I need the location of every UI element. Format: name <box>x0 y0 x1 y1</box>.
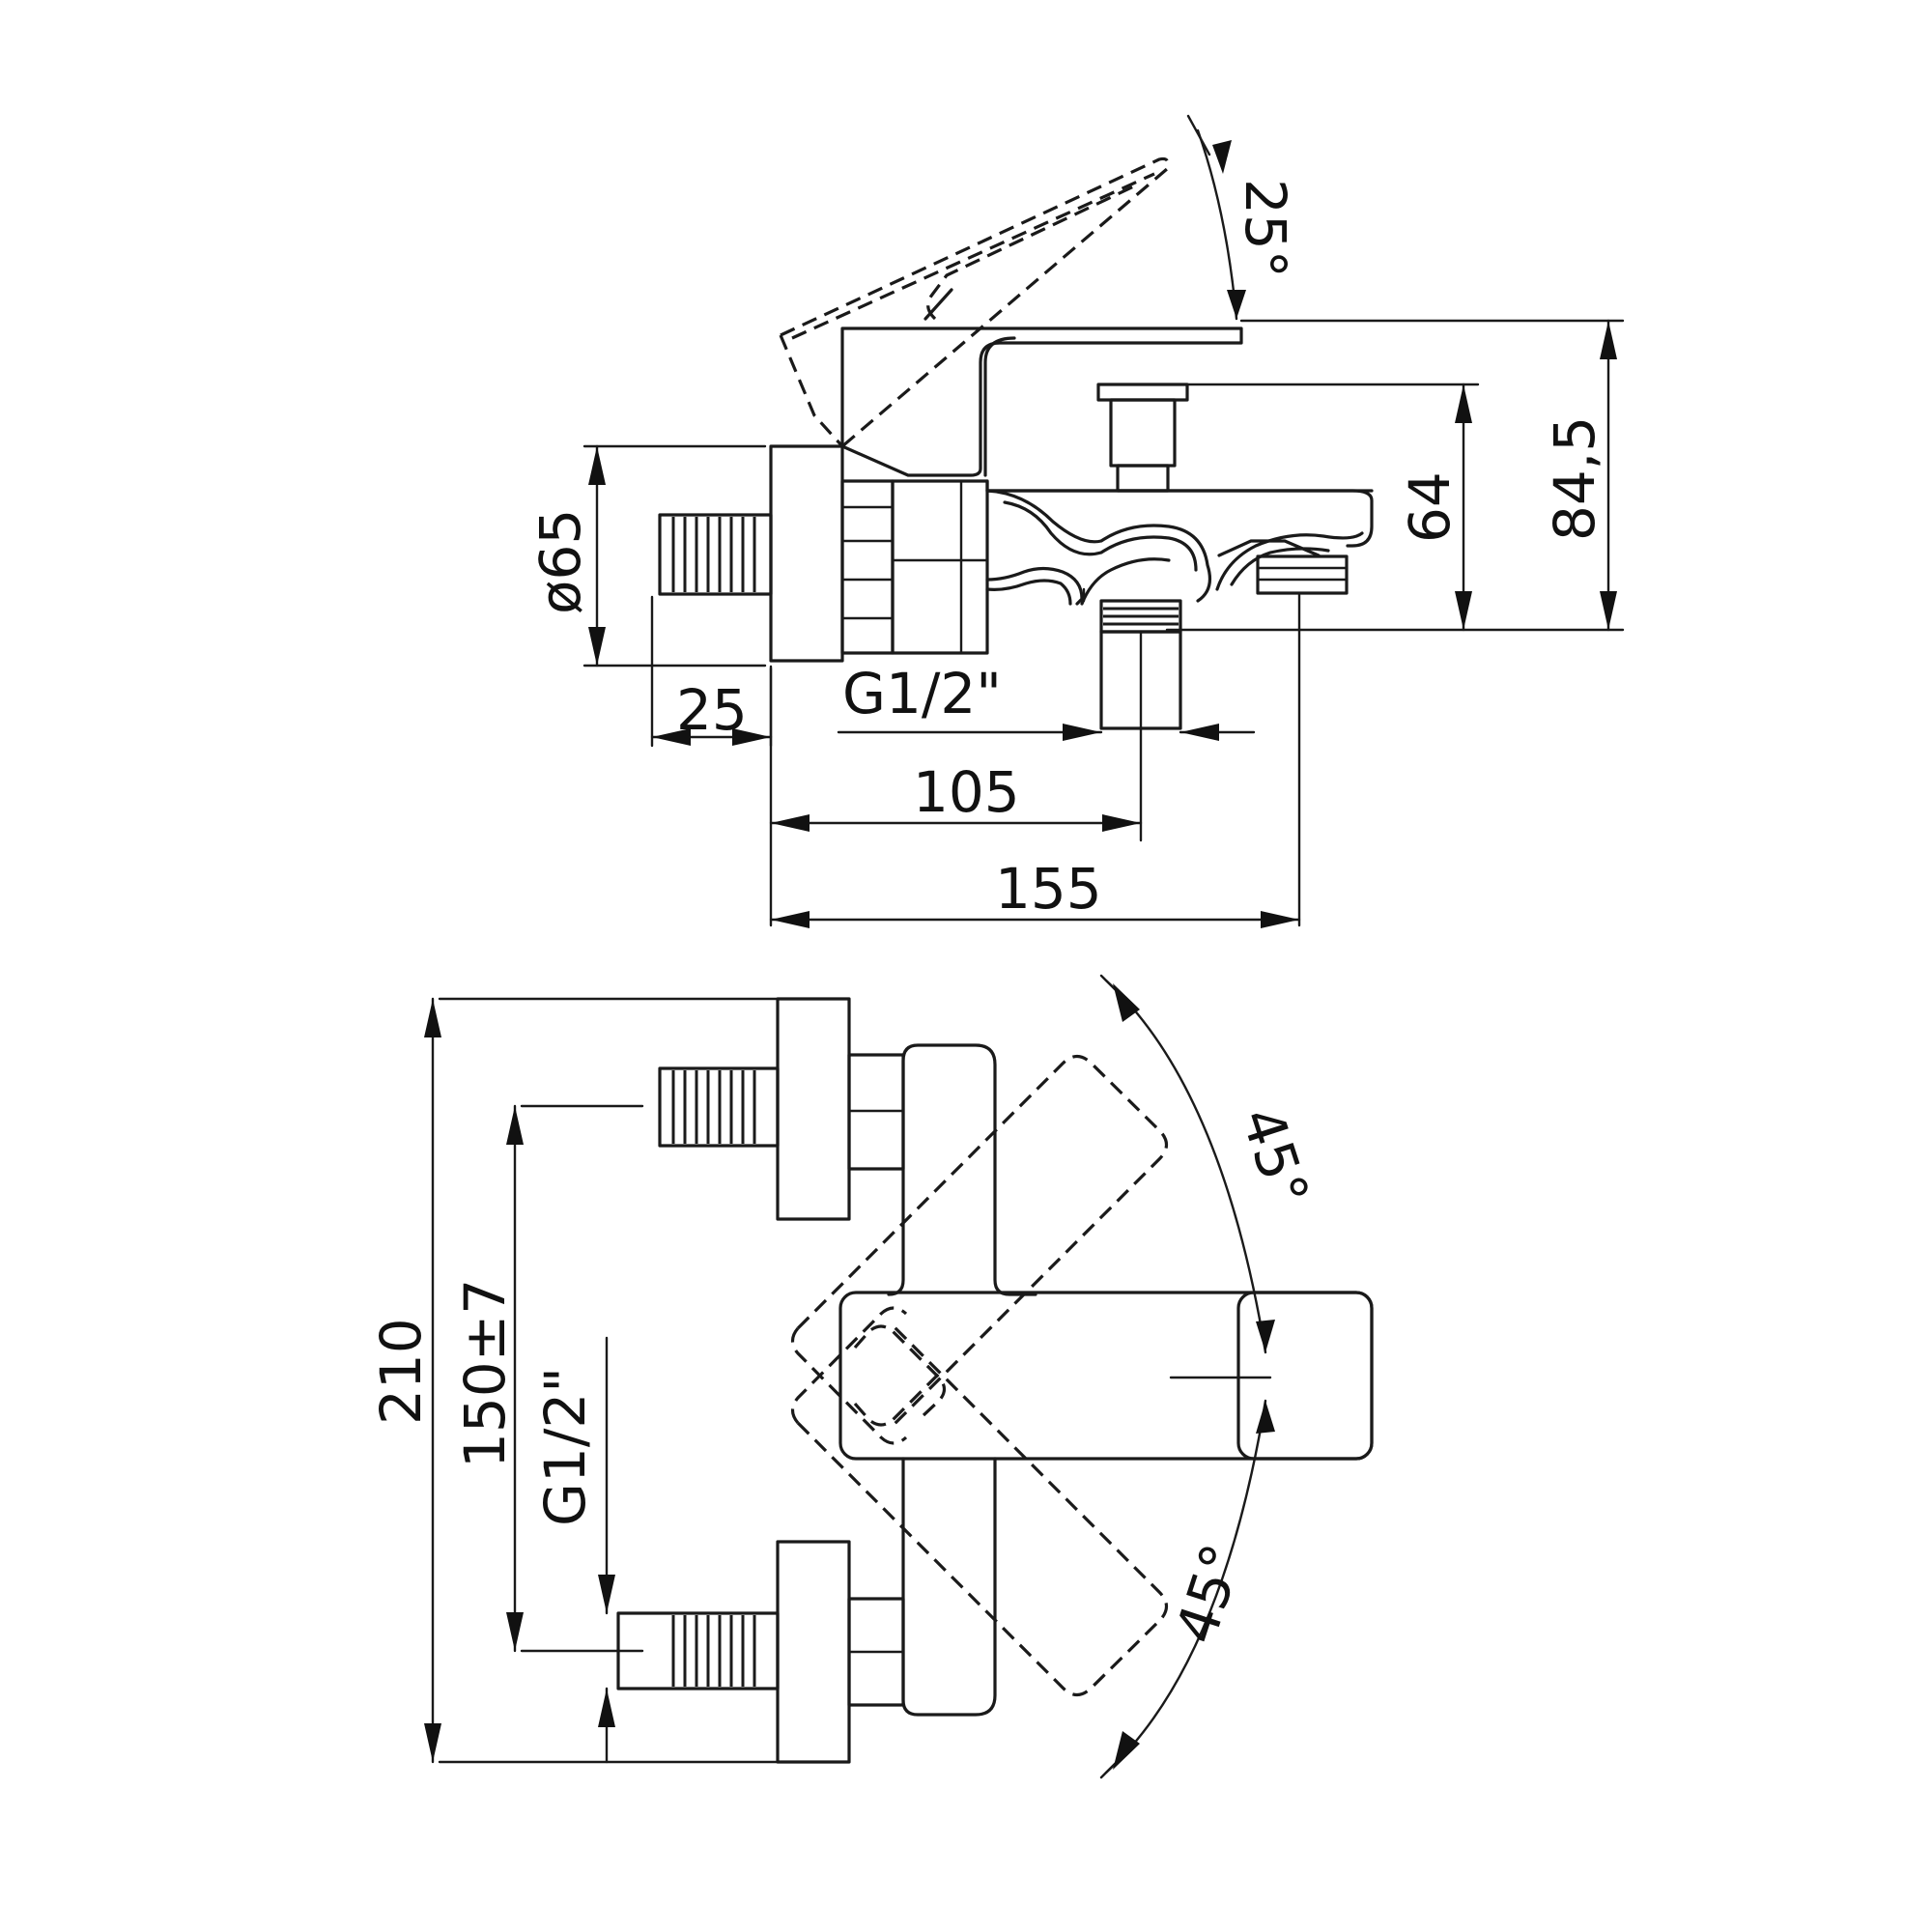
top-lever-solid <box>838 1291 1374 1461</box>
handle-angle-label: 25° <box>1233 179 1298 278</box>
dim-inlet-thread: G1/2" <box>532 1336 615 1764</box>
top-upper-flange <box>776 997 851 1221</box>
top-lower-nut <box>847 1597 905 1707</box>
body-diameter-label: ø65 <box>527 509 593 614</box>
inlet-thread-label: G1/2" <box>532 1367 598 1526</box>
total-depth-label: 155 <box>995 856 1102 922</box>
side-shower-outlet <box>1099 599 1182 842</box>
side-diverter-knob <box>1096 383 1189 493</box>
top-lever-rotated-down <box>790 1306 1169 1697</box>
lower-rotation-label: 45° <box>1163 1537 1256 1652</box>
total-width-label: 210 <box>368 1318 434 1425</box>
dim-total-height: 84,5 <box>1165 319 1625 632</box>
dim-total-depth: 155 <box>769 593 1301 928</box>
dim-connector-length: 25 <box>650 595 773 748</box>
side-cartridge-block <box>840 327 1243 477</box>
side-angle-arc-25: 25° <box>1186 114 1298 321</box>
top-upper-nut <box>847 1053 905 1171</box>
top-lever-rotated-up <box>790 1054 1169 1445</box>
side-threaded-connector <box>658 513 773 596</box>
total-height-label: 84,5 <box>1542 416 1607 541</box>
side-lever-raised <box>779 156 1170 448</box>
top-lower-connector <box>616 1611 780 1690</box>
outlet-thread-label: G1/2" <box>842 661 1002 726</box>
dim-spout-height: 64 <box>1185 383 1480 632</box>
upper-rotation-label: 45° <box>1229 1099 1321 1214</box>
center-distance-label: 150±7 <box>452 1279 518 1468</box>
side-mixer-body <box>891 479 989 655</box>
side-wall-flange <box>769 444 844 663</box>
dim-outlet-distance: 105 <box>769 667 1143 927</box>
top-upper-connector <box>658 1066 780 1148</box>
outlet-distance-label: 105 <box>913 759 1020 825</box>
side-lever-stem <box>923 288 953 321</box>
side-spout <box>985 479 1374 606</box>
top-view: 45° 45° 210 150±7 <box>368 974 1374 1779</box>
side-nut <box>840 479 895 655</box>
top-lower-flange <box>776 1540 851 1764</box>
top-body-outline <box>887 1043 1037 1717</box>
dim-total-width: 210 <box>368 997 780 1764</box>
side-aerator <box>1256 554 1349 595</box>
dim-center-distance: 150±7 <box>452 1104 644 1653</box>
dim-outlet-thread: G1/2" <box>837 661 1256 741</box>
connector-length-label: 25 <box>676 677 748 743</box>
dim-body-diameter: ø65 <box>527 444 767 668</box>
spout-height-label: 64 <box>1397 471 1463 543</box>
top-angle-arc-upper: 45° <box>1099 974 1321 1354</box>
side-view: 25° 84,5 64 ø65 <box>527 114 1625 928</box>
